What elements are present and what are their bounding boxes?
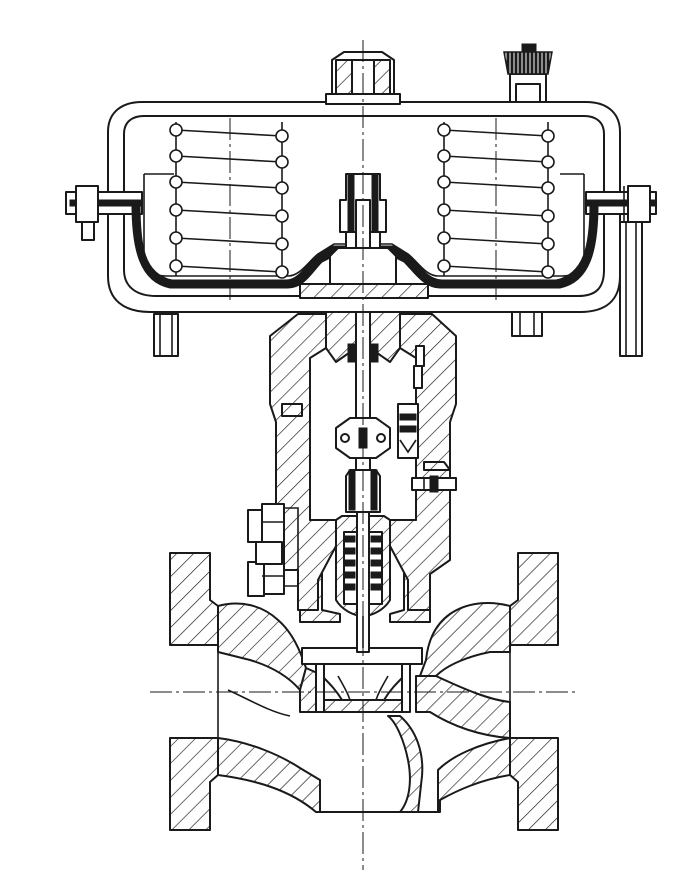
yoke-left-leg — [269, 313, 337, 611]
mounting-bolt-left — [153, 313, 179, 357]
center-lines — [150, 40, 575, 870]
actuator — [65, 43, 657, 363]
knurled-cap — [503, 51, 553, 75]
vent-plug — [503, 43, 553, 103]
actuator-lower-casing — [107, 213, 621, 313]
outlet-flange — [509, 552, 559, 646]
coil — [169, 175, 289, 195]
inlet-flange-lower — [169, 737, 219, 831]
outlet-flange-lower — [509, 737, 559, 831]
spring-pack-right — [437, 122, 555, 279]
coil — [437, 231, 555, 251]
mounting-bolt-right — [619, 221, 643, 357]
body-wall-upper-left — [217, 602, 307, 691]
yoke-clamp-bolt — [247, 503, 299, 597]
inlet-flange — [169, 552, 219, 646]
yoke — [247, 313, 457, 617]
coil — [437, 175, 555, 195]
body-outlet-passage — [415, 675, 511, 739]
packing-rings — [344, 535, 382, 591]
coil — [169, 259, 289, 279]
body-wall-lower-left — [217, 715, 511, 813]
coil — [437, 149, 555, 169]
coil — [169, 149, 289, 169]
coil — [169, 203, 289, 223]
spring-pack-left — [169, 122, 289, 279]
coil — [169, 231, 289, 251]
body-wall-upper-right — [419, 601, 511, 677]
coil — [169, 123, 289, 143]
